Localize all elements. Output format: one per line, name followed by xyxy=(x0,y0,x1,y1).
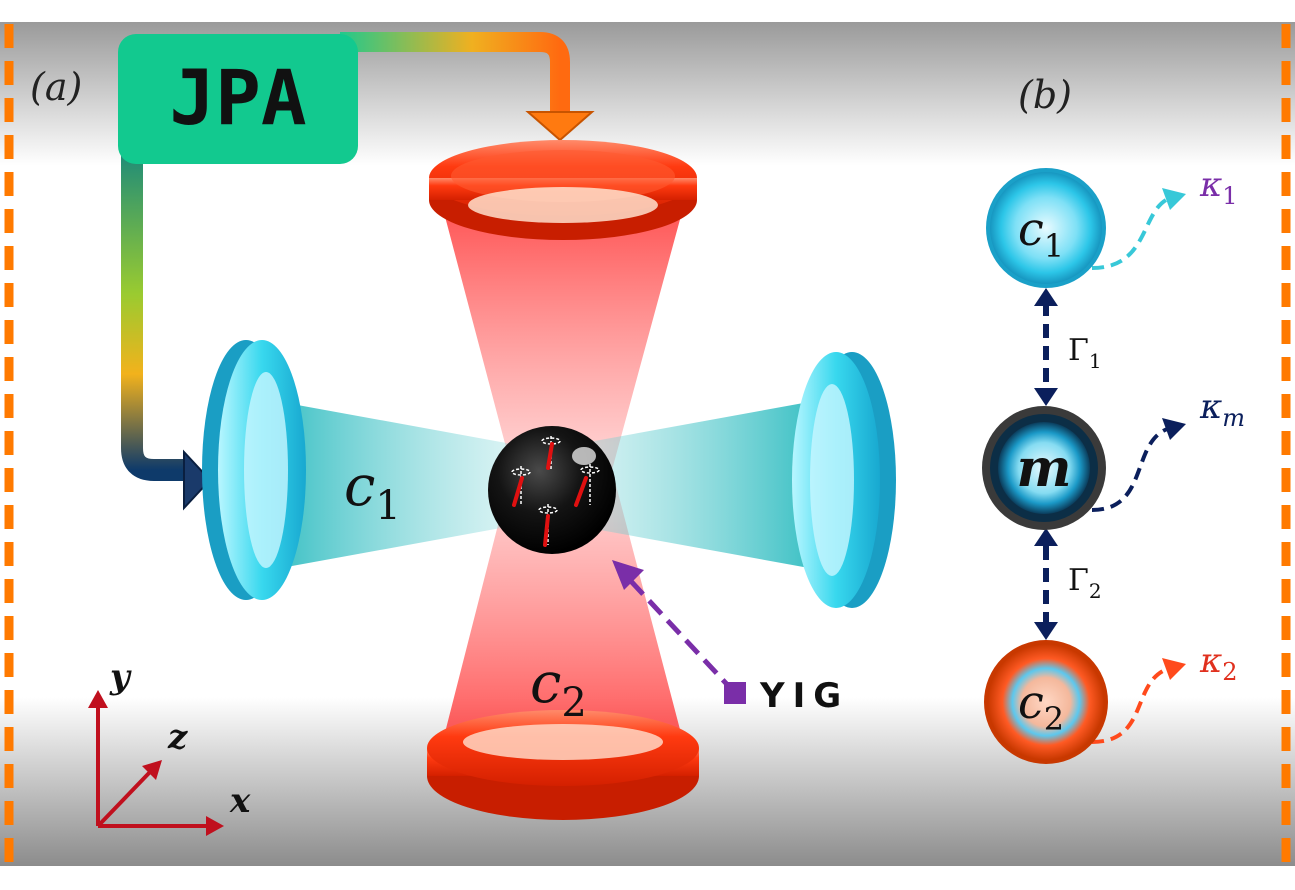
loss-arrowhead-km xyxy=(1162,418,1186,440)
axis-z-label: z xyxy=(167,717,188,757)
node-c2: c2 xyxy=(984,640,1108,764)
panel-a-label: (a) xyxy=(30,65,82,109)
kappa1-label: κ1 xyxy=(1199,165,1238,210)
jpa-to-c1-arrowhead xyxy=(183,449,212,511)
mode-c2-base: c xyxy=(530,651,561,716)
jpa-to-c2-arrow xyxy=(340,32,570,120)
node-c2-label: c2 xyxy=(1018,675,1064,738)
node-m: m xyxy=(982,406,1106,530)
loss-arrow-k1 xyxy=(1091,196,1171,270)
kappam-sub: m xyxy=(1222,404,1245,432)
link-m-c2 xyxy=(1034,528,1058,640)
jpa-to-c2-arrowhead xyxy=(525,111,595,142)
mirror-c1-left xyxy=(202,340,306,600)
node-c2-base: c xyxy=(1018,675,1044,729)
axis-y-label: y xyxy=(109,657,132,697)
node-m-label: m xyxy=(1016,438,1071,499)
gamma1-label: Γ1 xyxy=(1068,333,1102,373)
gamma2-base: Γ xyxy=(1068,563,1089,598)
gamma2-label: Γ2 xyxy=(1068,563,1102,603)
kappa2-base: κ xyxy=(1199,641,1222,681)
kappam-base: κ xyxy=(1199,387,1222,427)
panel-b-label: (b) xyxy=(1018,73,1072,117)
mode-c1-label: c1 xyxy=(344,454,401,529)
kappa2-sub: 2 xyxy=(1222,658,1237,686)
yig-label: YIG xyxy=(759,676,849,716)
kappa1-base: κ xyxy=(1199,165,1222,205)
gamma1-base: Γ xyxy=(1068,333,1089,368)
jpa-label: JPA xyxy=(169,53,306,142)
mirror-c1-right xyxy=(792,352,896,608)
gamma1-sub: 1 xyxy=(1089,349,1102,373)
yig-pointer-square xyxy=(724,682,746,704)
kappa1-sub: 1 xyxy=(1222,182,1237,210)
yig-sphere xyxy=(488,426,616,554)
loss-arrowhead-k1 xyxy=(1162,188,1186,210)
mirror-c2-top xyxy=(429,140,697,240)
jpa-to-c1-arrow xyxy=(121,150,190,481)
link-c1-m xyxy=(1034,288,1058,406)
mode-c1-sub: 1 xyxy=(375,483,400,529)
loss-arrowhead-k2 xyxy=(1162,658,1186,680)
loss-arrow-k2 xyxy=(1091,666,1171,744)
coordinate-axes xyxy=(88,690,224,836)
gamma2-sub: 2 xyxy=(1089,579,1102,603)
mode-c2-sub: 2 xyxy=(561,680,586,726)
axis-x-label: x xyxy=(229,781,251,821)
node-c1-label: c1 xyxy=(1018,202,1064,265)
kappam-label: κm xyxy=(1199,387,1245,432)
loss-arrow-km xyxy=(1091,426,1171,512)
mode-c1-base: c xyxy=(344,454,375,519)
jpa-box xyxy=(118,34,358,164)
yig-pointer-arrowhead xyxy=(612,560,644,590)
node-c1-sub: 1 xyxy=(1044,227,1064,265)
kappa2-label: κ2 xyxy=(1199,641,1238,686)
node-c1-base: c xyxy=(1018,202,1044,256)
node-c1: c1 xyxy=(986,168,1106,288)
node-c2-sub: 2 xyxy=(1044,700,1064,738)
mode-c2-label: c2 xyxy=(530,651,587,726)
mirror-c2-bottom xyxy=(427,710,699,820)
